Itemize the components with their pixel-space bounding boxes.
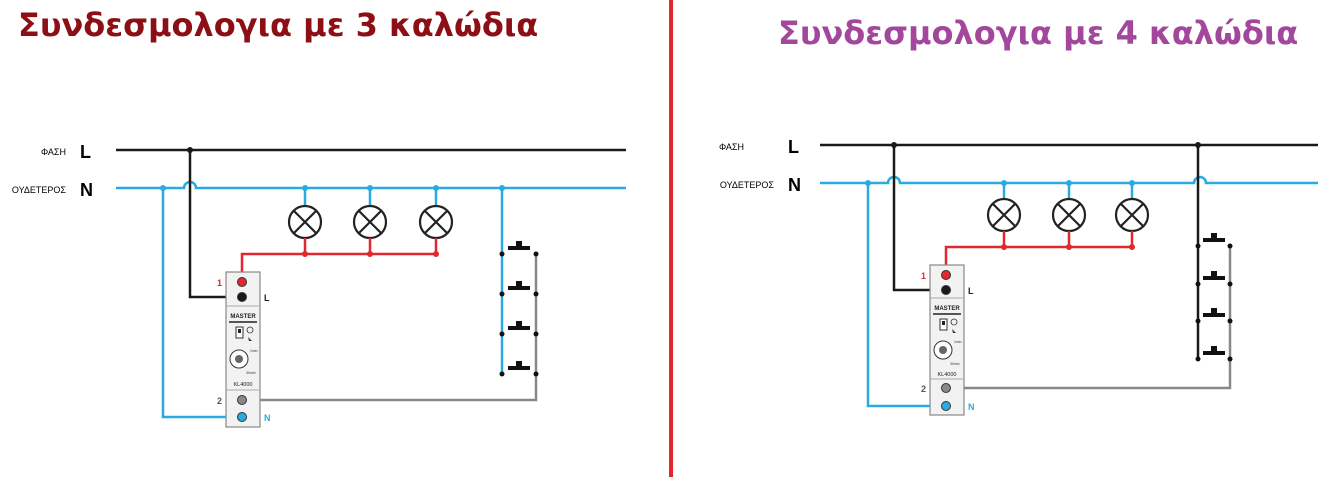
pushbutton-return-wire (946, 246, 1232, 390)
neutral-label: ΟΥΔΕΤΕΡΟΣ (12, 185, 67, 195)
phase-to-device-wire (188, 150, 242, 299)
junction-dot (367, 185, 373, 191)
junction-dot (367, 251, 373, 257)
device-brand: MASTER (934, 306, 960, 312)
wiring-diagram-4-wires: ΦΑΣΗ L ΟΥΔΕΤΕΡΟΣ N (719, 137, 1318, 416)
neutral-letter: N (788, 175, 801, 195)
wiring-diagram-3-wires: ΦΑΣΗ L ΟΥΔΕΤΕΡΟΣ N (12, 142, 626, 428)
terminal-1 (237, 277, 247, 287)
neutral-letter: N (80, 180, 93, 200)
pushbutton-icon (499, 321, 539, 337)
clock-icon (950, 318, 958, 326)
junction-dot (1066, 244, 1072, 250)
lamp-icon (1051, 197, 1087, 233)
pushbutton-group (946, 142, 1233, 390)
pushbutton-return-wire (242, 254, 538, 402)
terminal-N (941, 401, 951, 411)
junction-dot (433, 251, 439, 257)
terminal-2-label: 2 (921, 384, 926, 394)
phase-to-device-wire (892, 145, 946, 292)
terminal-1-label: 1 (921, 271, 926, 281)
pushbutton-icon (1195, 271, 1233, 287)
pushbutton-icon (499, 361, 539, 377)
lamp-icon (986, 197, 1022, 233)
phase-label: ΦΑΣΗ (719, 142, 744, 152)
neutral-to-device-wire (161, 188, 242, 419)
lamp-icon (1114, 197, 1150, 233)
junction-dot (302, 185, 308, 191)
timer-device: MASTER 1min 30min KL4000 (225, 271, 261, 428)
dial-min-label: 1min (954, 340, 962, 344)
pushbutton-icon (499, 281, 539, 297)
pushbutton-group (242, 185, 539, 402)
terminal-N-label: N (264, 413, 271, 423)
terminal-L (237, 292, 247, 302)
title-3-wires: Συνδεσμολογια με 3 καλώδια (18, 6, 539, 44)
junction-dot (160, 185, 166, 191)
device-brand: MASTER (230, 314, 256, 320)
pushbutton-icon (499, 241, 539, 257)
timer-device: MASTER 1min 30min KL4000 (929, 264, 965, 416)
phase-letter: L (788, 137, 799, 157)
phase-letter: L (80, 142, 91, 162)
junction-dot (1066, 180, 1072, 186)
junction-dot (1129, 180, 1135, 186)
pushbutton-icon (1195, 346, 1233, 362)
pushbutton-icon (1195, 233, 1233, 249)
lamp-icon (352, 204, 388, 240)
lamp-output-wire (240, 238, 438, 282)
lamp-icon (287, 204, 323, 240)
terminal-L-label: L (968, 286, 974, 296)
terminal-1-label: 1 (217, 278, 222, 288)
device-model: KL4000 (234, 382, 253, 388)
divider-line (669, 0, 673, 477)
junction-dot (187, 147, 193, 153)
junction-dot (302, 251, 308, 257)
clock-icon (246, 326, 254, 334)
lamp-icon (418, 204, 454, 240)
neutral-label: ΟΥΔΕΤΕΡΟΣ (720, 180, 775, 190)
terminal-1 (941, 270, 951, 280)
terminal-L-label: L (264, 293, 270, 303)
terminal-N (237, 412, 247, 422)
junction-dot (891, 142, 897, 148)
junction-dot (433, 185, 439, 191)
terminal-L (941, 285, 951, 295)
device-model: KL4000 (938, 372, 957, 378)
indicator-icon (952, 329, 956, 333)
title-4-wires: Συνδεσμολογια με 4 καλώδια (778, 14, 1299, 52)
dial-max-label: 30min (950, 362, 960, 366)
terminal-2 (237, 395, 247, 405)
terminal-2 (941, 383, 951, 393)
junction-dot (1001, 180, 1007, 186)
lamp-group (944, 180, 1150, 275)
indicator-icon (248, 337, 252, 341)
lamp-group (240, 185, 454, 282)
terminal-N-label: N (968, 402, 975, 412)
lamp-output-wire (944, 231, 1134, 275)
junction-dot (1001, 244, 1007, 250)
dial-max-label: 30min (246, 371, 256, 375)
terminal-2-label: 2 (217, 396, 222, 406)
neutral-line (820, 175, 1318, 185)
junction-dot (1129, 244, 1135, 250)
phase-label: ΦΑΣΗ (41, 147, 66, 157)
junction-dot (865, 180, 871, 186)
pushbutton-icon (1195, 308, 1233, 324)
dial-min-label: 1min (250, 349, 258, 353)
neutral-to-device-wire (866, 183, 946, 408)
